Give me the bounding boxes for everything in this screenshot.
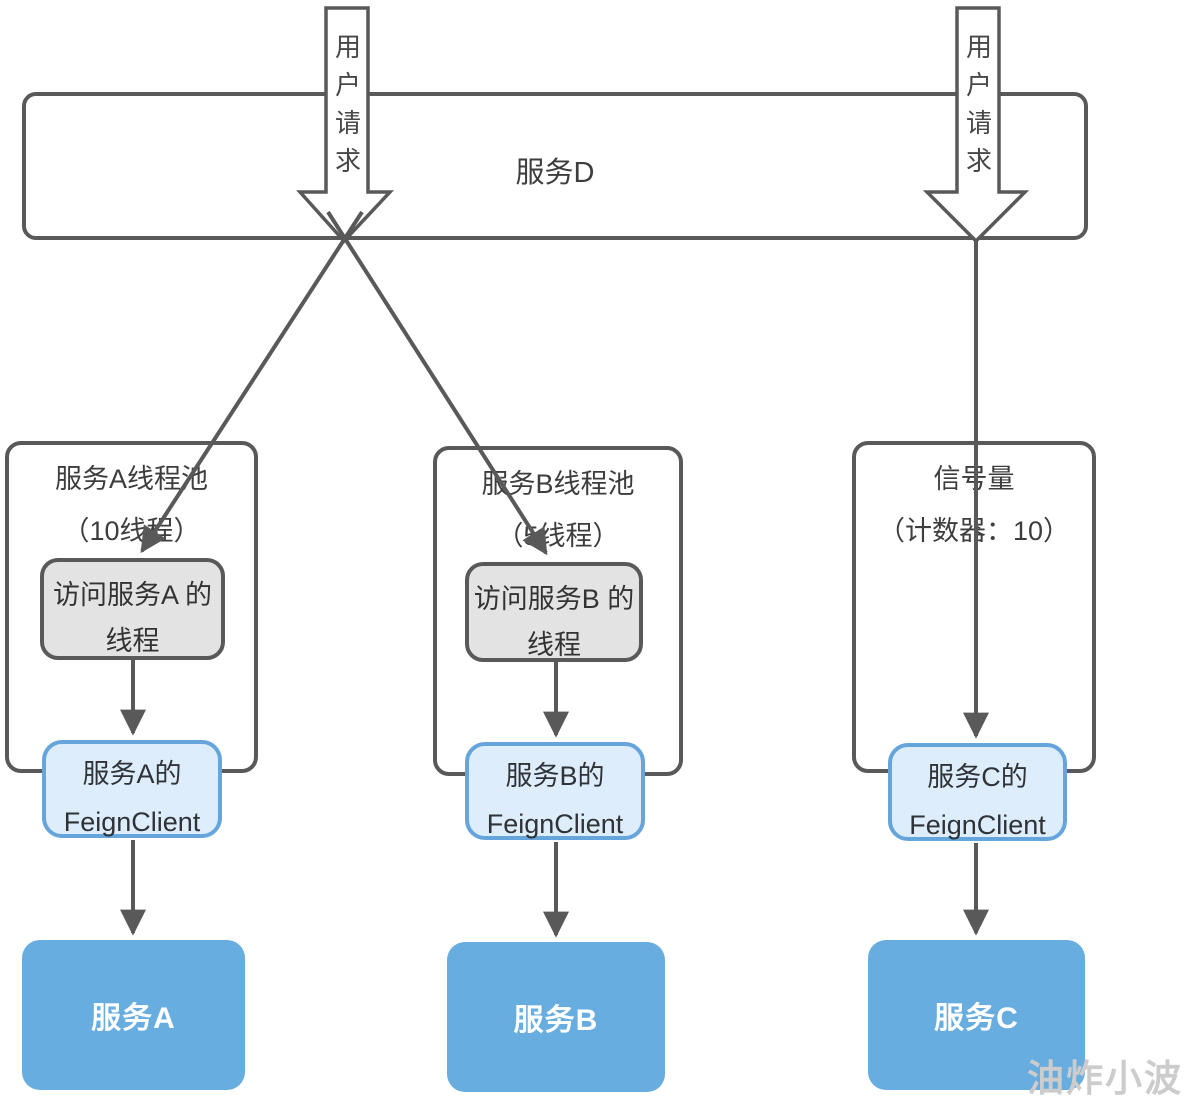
feign-client-a-line1: 服务A的 [82,759,182,789]
service-d-label: 服务D [515,157,595,189]
thread-pool-a-title: 服务A线程池 [54,464,208,494]
watermark-text: 油炸小波 [1027,1058,1183,1099]
service-a-label: 服务A [91,1002,176,1035]
feign-client-c-line1: 服务C的 [927,762,1028,792]
semaphore-title: 信号量 [933,464,1015,494]
user-request-label-left: 用户请求 [331,33,362,185]
thread-box-b-line2: 的线程 [527,584,635,660]
service-c-label: 服务C [934,1002,1019,1035]
thread-pool-a-subtitle: （10线程） [62,516,201,546]
feign-client-b: 服务B的 FeignClient [465,742,645,840]
thread-box-a: 访问服务A 的线程 [40,558,225,660]
service-c-box: 服务C [868,940,1085,1090]
feign-client-b-line1: 服务B的 [505,761,605,791]
semaphore-subtitle: （计数器：10） [877,516,1071,546]
thread-pool-b-title: 服务B线程池 [481,469,635,499]
service-b-box: 服务B [447,942,665,1092]
feign-client-c: 服务C的 FeignClient [888,743,1067,841]
feign-client-a: 服务A的 FeignClient [42,740,222,838]
thread-box-b: 访问服务B 的线程 [465,562,643,662]
thread-box-a-line2: 的线程 [105,580,213,656]
thread-box-a-line1: 访问服务A [52,580,178,610]
feign-client-b-line2: FeignClient [486,809,624,839]
service-d-box: 服务D [22,92,1088,240]
feign-client-c-line2: FeignClient [909,810,1046,840]
service-b-label: 服务B [513,1004,599,1037]
thread-box-b-line1: 访问服务B [473,584,600,614]
user-request-label-right: 用户请求 [962,33,993,185]
thread-pool-b-subtitle: （5线程） [496,521,620,551]
semaphore-container: 信号量 （计数器：10） [852,441,1096,773]
service-a-box: 服务A [22,940,245,1090]
feign-client-a-line2: FeignClient [63,807,201,837]
